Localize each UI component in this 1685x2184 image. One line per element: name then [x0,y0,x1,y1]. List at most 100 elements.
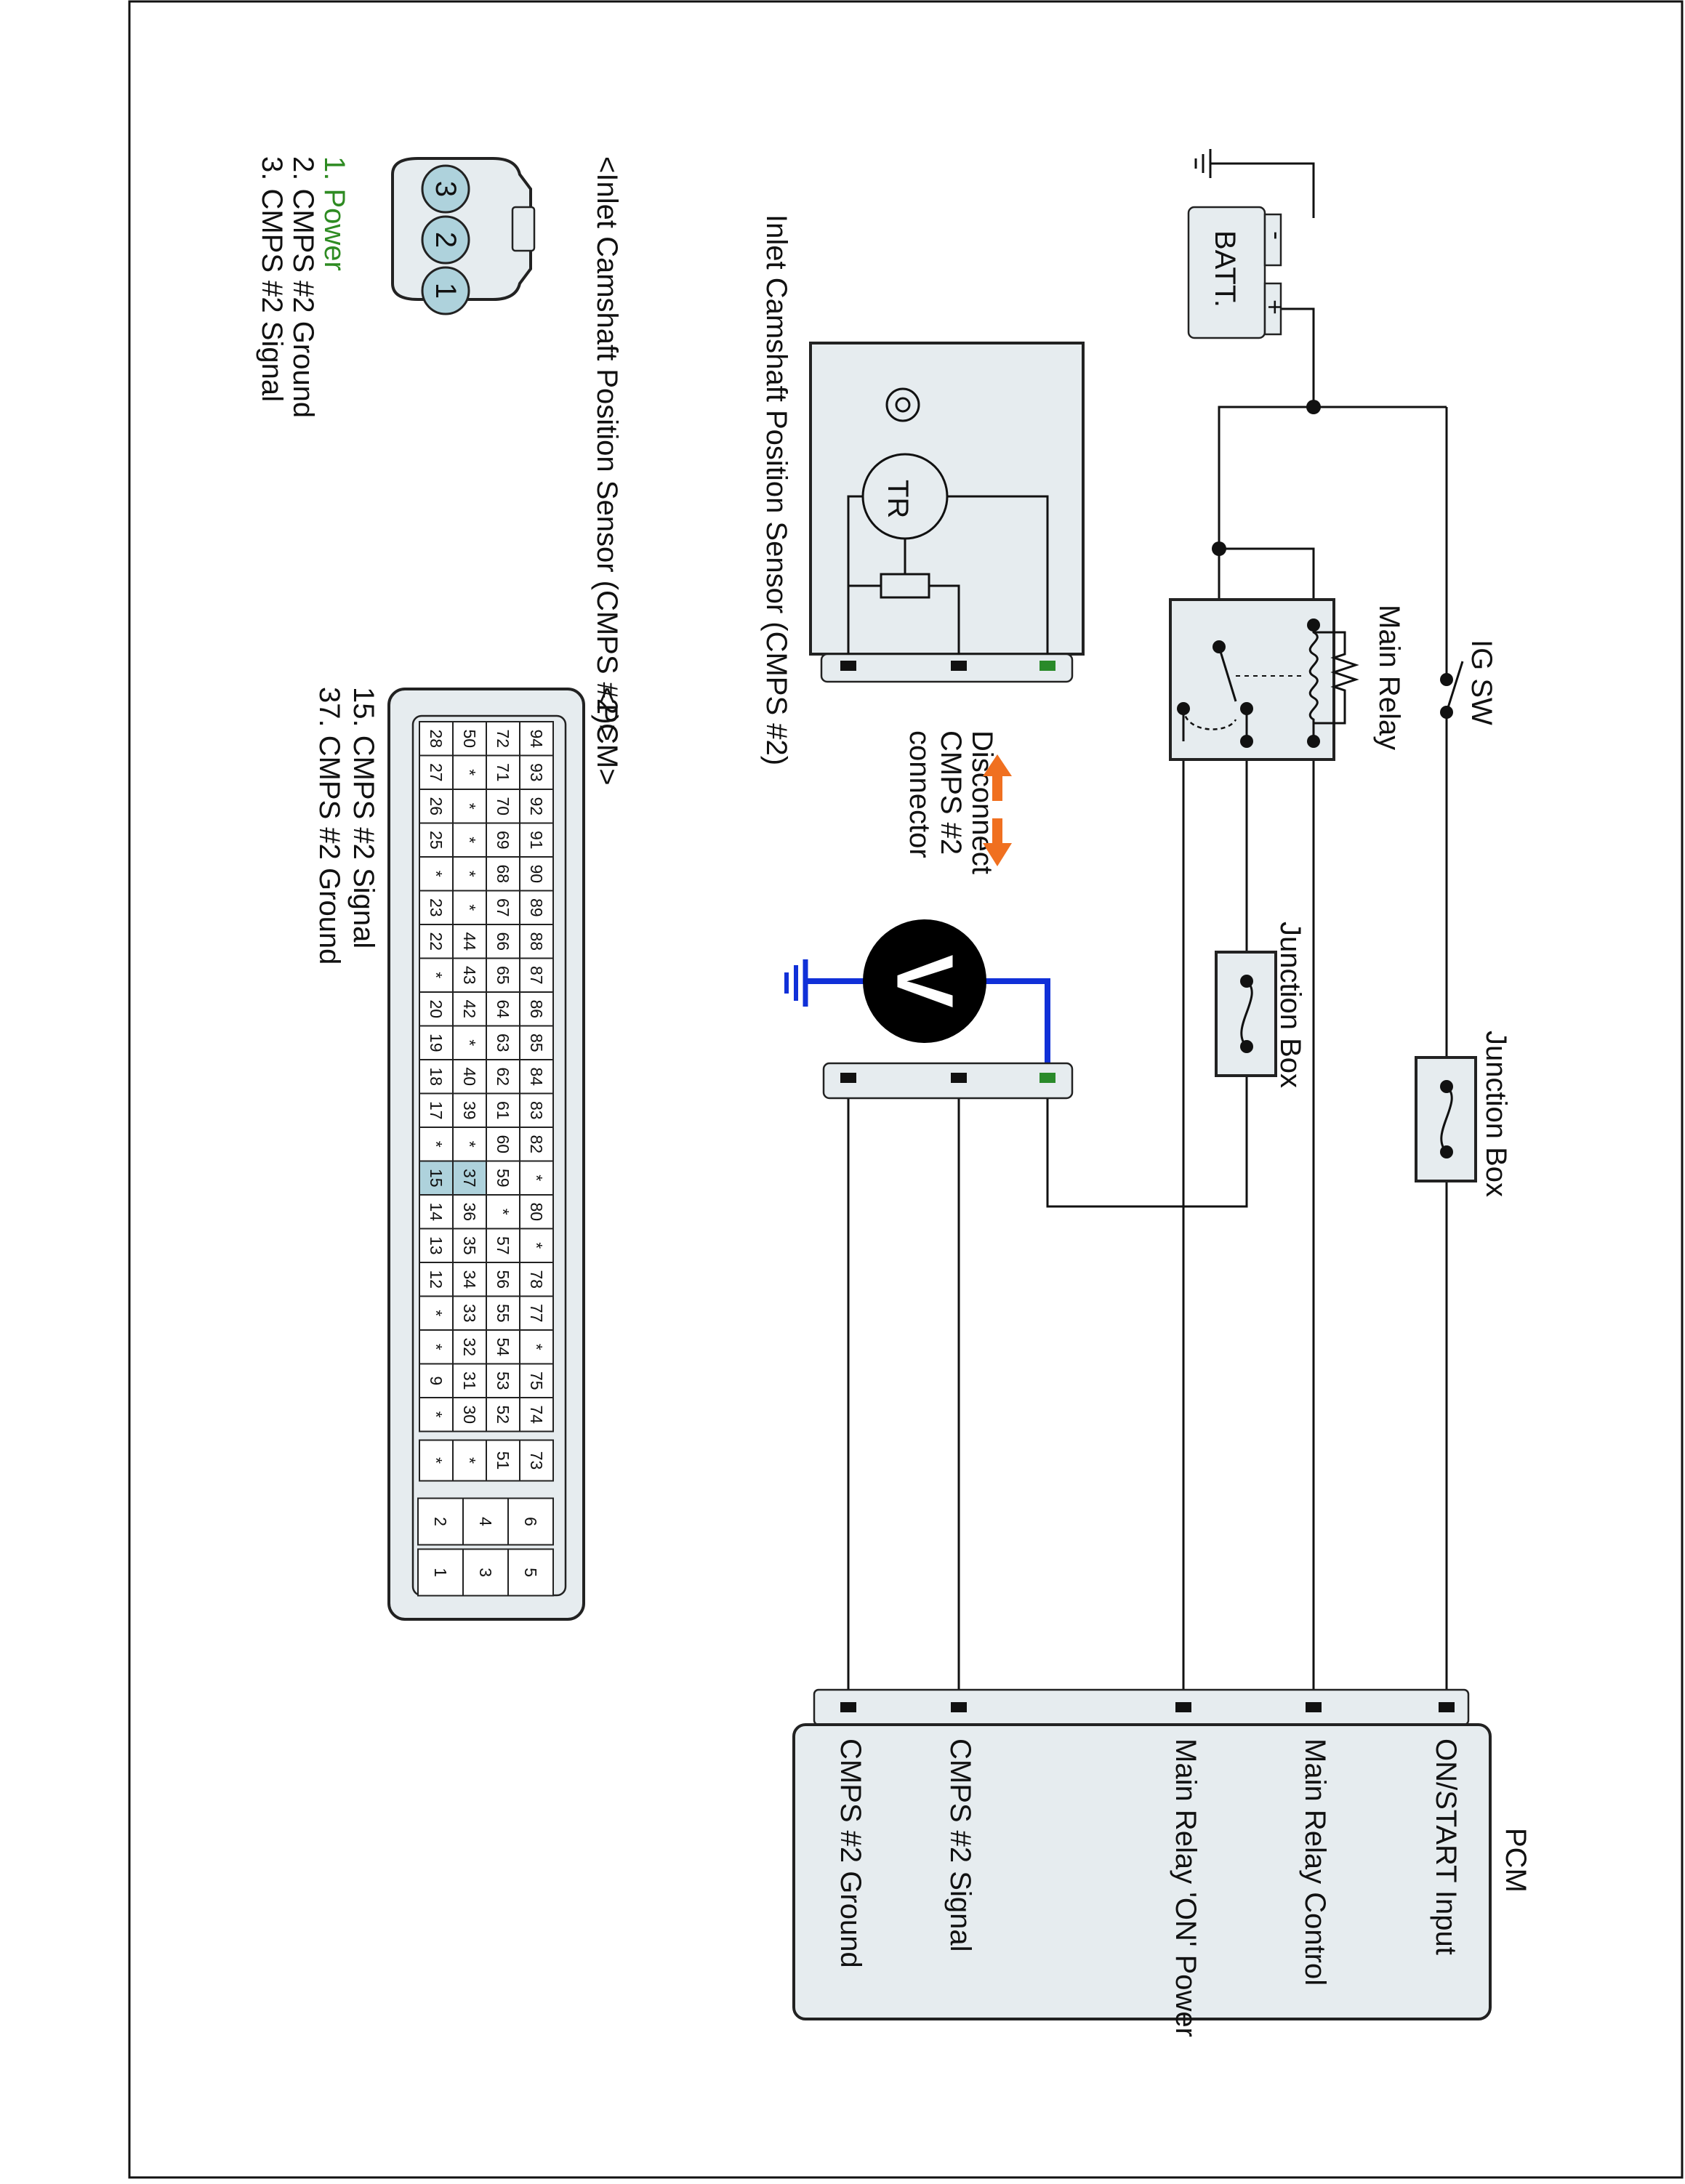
pcm-pin-cell [486,1059,520,1095]
cmps-pin-2-shape [421,215,470,265]
voltmeter-symbol: V [880,954,970,1007]
arrow-up-icon [983,754,1012,801]
pcm-pin-cell [419,1397,454,1433]
pcm-terminal-on-start: ON/START Input [1430,1738,1462,1955]
pcm-pin: 74 [527,1405,546,1424]
pcm-pin: 87 [527,966,546,985]
pcm-pin: 66 [494,932,512,951]
pcm-pin: 33 [460,1304,479,1323]
pcm-pin: 90 [527,864,546,883]
pcm-pin-cell [486,822,520,858]
pcm-pin: 59 [494,1169,512,1188]
cmps-legend-2: 2. CMPS #2 Ground [287,156,319,418]
pcm-pin: * [494,1209,512,1215]
pcm-pin-cell [486,754,520,790]
ig-switch: IG SW [1440,640,1497,725]
pcm-pin-cell [452,822,487,858]
pcm-pin-cell [419,1439,454,1482]
pcm-pin: 15 [427,1169,446,1188]
cmps-pin-2: 2 [430,232,462,248]
cmps-connector-view: <Inlet Camshaft Position Sensor (CMPS #2… [256,156,623,741]
pcm-pin: 31 [460,1371,479,1390]
pcm-pin: 91 [527,831,546,850]
pcm-pin: 40 [460,1067,479,1086]
pcm-pin: * [427,972,446,978]
pcm-pin: 61 [494,1101,512,1120]
wire-battery-minus [1280,162,1315,218]
pcm-pin: 2 [431,1517,450,1526]
pcm-pin: * [527,1242,546,1249]
pcm-pin-cell [452,957,487,993]
pcm-pin: * [527,1344,546,1350]
pcm-pin: * [460,871,479,877]
pcm-pin: 86 [527,999,546,1018]
transistor-label: TR [882,480,914,518]
pcm-pin: 37 [460,1169,479,1188]
battery-plus-label: + [1260,299,1290,315]
pcm-pin: 71 [494,763,512,782]
pcm-terminal-main-relay-on-power-text: Main Relay 'ON' Power [1170,1738,1202,2037]
pcm-pin: 28 [427,729,446,748]
pcm-pin: 19 [427,1033,446,1052]
junction-box-right-label: Junction Box [1480,1031,1512,1197]
pcm-terminal-main-relay-control: Main Relay Control [1299,1738,1331,1986]
pcm-pin: * [460,1039,479,1046]
pcm-pin-cell [507,1548,554,1597]
pcm-pin-cell [417,1497,464,1546]
pcm-connector-view: <PCM> 15. CMPS #2 Signal 37. CMPS #2 Gro… [313,687,623,1621]
pcm-pin-cell [486,1397,520,1433]
pcm-pin: 93 [527,763,546,782]
junction-box-left: Junction Box [1215,922,1306,1088]
pcm-pin: 20 [427,999,446,1018]
pcm-pin: 73 [527,1451,546,1470]
ground-icon [1194,149,1314,178]
pcm-pin: 55 [494,1304,512,1323]
disconnect-note: Disconnect CMPS #2 connector [904,730,1012,874]
pcm-pin: * [427,1141,446,1148]
cmps-sensor-label: Inlet Camshaft Position Sensor (CMPS #2) [760,214,792,765]
pcm-pin-cell [419,1092,454,1128]
wire-battery-bus [1218,406,1447,549]
pcm-pin: 25 [427,831,446,850]
pcm-pin: 57 [494,1236,512,1255]
pcm-pin: * [427,1457,446,1464]
pcm-pin: 62 [494,1067,512,1086]
battery: BATT. - + [1187,206,1292,339]
wire-battery-plus [1280,307,1315,407]
pcm-pin: * [460,1141,479,1148]
pcm-pin: 6 [521,1517,540,1526]
pcm-pin: 30 [460,1405,479,1424]
pcm-pin: 18 [427,1067,446,1086]
pcm-pin: * [427,1411,446,1418]
pcm-pin: 78 [527,1270,546,1289]
pcm-pin: 13 [427,1236,446,1255]
pcm-pin-cell [486,1160,520,1196]
pcm-pin: 89 [527,898,546,917]
cmps-legend-3: 3. CMPS #2 Signal [256,156,288,402]
pcm-pin: 52 [494,1405,512,1424]
pcm-pin: * [460,769,479,775]
pcm-terminal-cmps-ground: CMPS #2 Ground [835,1738,866,1968]
pcm-pin-cell [519,1228,554,1263]
pcm-pin-cell [486,890,520,925]
pcm-pin-cell [419,1160,454,1196]
pcm-pin: * [427,1310,446,1316]
cmps-connector-title: <Inlet Camshaft Position Sensor (CMPS #2… [591,156,623,741]
pcm-pin-cell [452,991,487,1027]
pcm-pin-cell [452,1329,487,1365]
pcm-pin: 39 [460,1101,479,1120]
pcm-pin-cell [419,822,454,858]
pcm-pin: 92 [527,797,546,815]
pcm-terminal-main-relay-control-text: Main Relay Control [1299,1738,1331,1986]
disconnect-line-2: CMPS #2 [935,730,967,855]
pcm-pin: 56 [494,1270,512,1289]
pcm-pin-cell [452,856,487,892]
pcm-pin: 54 [494,1337,512,1356]
pcm-pin: 84 [527,1067,546,1086]
pcm-pin-cell [419,789,454,824]
pcm-pin-cell [419,1295,454,1331]
pcm-pin: 53 [494,1371,512,1390]
pcm-connector-title: <PCM> [591,687,623,786]
